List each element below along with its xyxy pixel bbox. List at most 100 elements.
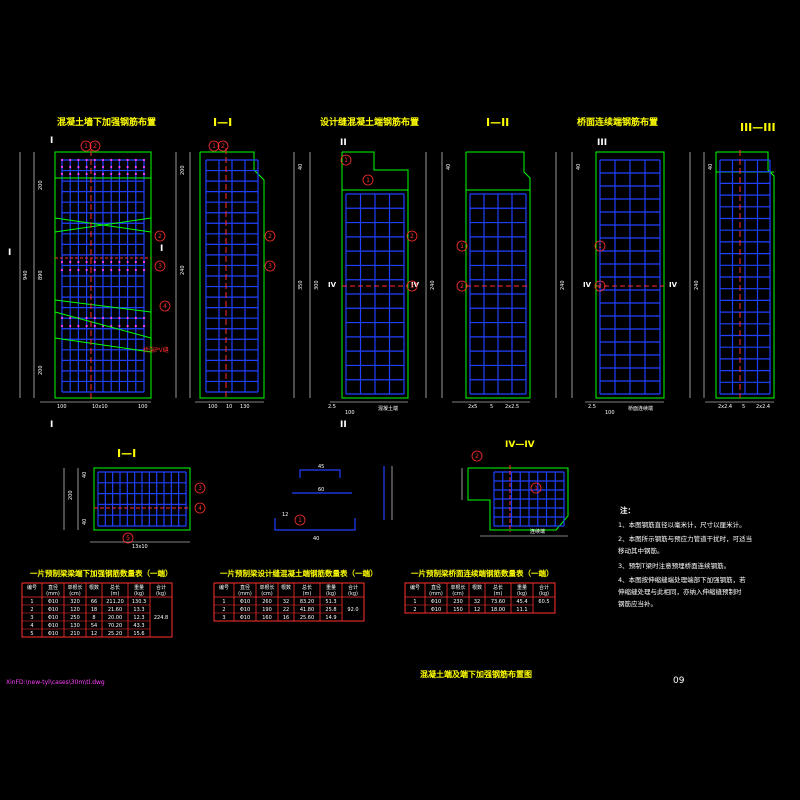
note-2b: 移动其中钢筋。 — [618, 546, 664, 555]
table-header: (kg) — [517, 591, 527, 597]
rebar-dot — [69, 316, 72, 320]
v6-dim-bot-b: 5 — [742, 404, 745, 410]
callout-bubble: 1 — [362, 174, 374, 186]
table-cell: 250 — [70, 615, 80, 621]
v5-dim-b: 40 — [576, 164, 582, 170]
callout-bubble: 1 — [456, 240, 468, 252]
rebar-dot — [110, 165, 113, 169]
table-header: 总长 — [110, 584, 120, 591]
v6-dim-b: 40 — [708, 164, 714, 170]
table-cell: Φ10 — [48, 607, 58, 613]
table-cell: 18.00 — [491, 607, 505, 613]
v7-dim-b: 40 — [82, 472, 88, 478]
table-header: 单根长 — [67, 584, 82, 591]
table-header: (kg) — [156, 591, 166, 597]
rebar-dot — [126, 268, 129, 272]
table3-title: 一片预制梁桥面连续端钢筋数量表（一端） — [411, 568, 554, 578]
rebar-dot — [126, 316, 129, 320]
title-view3: 设计缝混凝土端钢筋布置 — [320, 116, 419, 128]
table-header: 直径 — [240, 584, 250, 591]
rebar-dot — [134, 324, 137, 328]
table-cell: 25.60 — [300, 615, 314, 621]
v3-dim-bot-a: 2.5 — [328, 404, 336, 410]
v3-mark-top: II — [340, 138, 347, 148]
callout-bubble: 3 — [194, 482, 206, 494]
rebar-dot — [69, 324, 72, 328]
table-cell: 160 — [262, 615, 272, 621]
rebar-dot — [142, 316, 146, 320]
callout-bubble: 3 — [154, 260, 166, 272]
table-cell: 11.1 — [516, 607, 527, 613]
callout-number: 2 — [475, 453, 479, 460]
table-header: (m) — [303, 591, 312, 597]
table-cell: 2 — [413, 607, 416, 613]
callout-bubble: 2 — [594, 280, 606, 292]
v5-dim-bot-a: 2.5 — [588, 404, 596, 410]
table-cell: 43.3 — [133, 623, 144, 629]
rebar-dot — [118, 158, 121, 162]
v1-mark-right: I — [160, 244, 163, 254]
view2-section: 200 240 100 10 130 — [175, 148, 265, 410]
bar-shapes: 45 60 40 12 — [274, 464, 393, 542]
bar-dim-c: 40 — [313, 536, 319, 542]
rebar-dot — [69, 165, 72, 169]
table-cell: 260 — [262, 599, 272, 605]
rebar-dot — [60, 172, 64, 176]
v4-dim-bot-c: 2x2.5 — [505, 404, 519, 410]
table-header: 总长 — [302, 584, 312, 591]
v1-mark-top: I — [50, 136, 53, 146]
footer: 混凝土端及端下加强钢筋布置图 09 XinFD:\new-tyl\cases\3… — [6, 669, 685, 686]
table-header: (mm) — [46, 591, 60, 597]
callout-number: 3 — [268, 263, 272, 270]
table-cell: 224.8 — [154, 615, 168, 621]
table-cell: Φ10 — [240, 599, 250, 605]
rebar-dot — [101, 316, 105, 320]
rebar-dot — [118, 260, 121, 264]
v2-dim-b: 240 — [180, 265, 186, 275]
rebar-table-1: 一片预制梁梁端下加强钢筋数量表（一端） 编号直径(mm)单根长(cm)根数总长(… — [21, 568, 173, 638]
table-cell: 320 — [70, 599, 80, 605]
table-header: 编号 — [219, 584, 229, 591]
rebar-dot — [126, 260, 129, 264]
v1-mark-bottom: I — [50, 420, 53, 430]
table-cell: 51.3 — [325, 599, 336, 605]
title-view5: 桥面连续端钢筋布置 — [577, 116, 658, 128]
callout-number: 1 — [366, 177, 370, 184]
rebar-dot — [118, 172, 121, 176]
table-header: (cm) — [261, 591, 273, 597]
file-path: XinFD:\new-tyl\cases\30m\tl.dwg — [6, 679, 105, 686]
table-cell: 45.4 — [516, 599, 527, 605]
table-header: 直径 — [431, 584, 441, 591]
rebar-dot — [69, 268, 72, 272]
rebar-dot — [93, 316, 96, 320]
rebar-dot — [110, 324, 113, 328]
v1-dim-bot-b: 10x10 — [92, 404, 108, 410]
rebar-dot — [118, 268, 121, 272]
rebar-dot — [134, 316, 137, 320]
rebar-dot — [142, 324, 146, 328]
rebar-dot — [60, 268, 64, 272]
table-cell: 41.80 — [300, 607, 314, 613]
v5-mark-top: III — [597, 138, 607, 148]
v7-dim-c: 40 — [82, 519, 88, 525]
rebar-dot — [126, 324, 129, 328]
table-cell: 92.0 — [347, 607, 358, 613]
rebar-dot — [101, 165, 105, 169]
v1-joint-label: 桥端PV缝 — [143, 346, 169, 354]
table-cell: 22 — [283, 607, 289, 613]
callout-bubble: 2 — [154, 230, 166, 242]
table-cell: 8 — [92, 615, 95, 621]
callout-number: 1 — [344, 157, 348, 164]
rebar-dot — [93, 158, 96, 162]
table1-title: 一片预制梁梁端下加强钢筋数量表（一端） — [30, 568, 173, 578]
table-cell: Φ10 — [48, 615, 58, 621]
title-view2: I—I — [213, 116, 232, 129]
v1-mark-left: I — [8, 248, 11, 258]
callout-number: 4 — [163, 303, 167, 310]
table-header: 根数 — [281, 584, 291, 591]
rebar-dot — [101, 158, 105, 162]
rebar-dot — [60, 316, 64, 320]
v2-dim-a: 200 — [180, 165, 186, 175]
table-cell: 211.20 — [106, 599, 124, 605]
v3-dim-bot-b: 100 — [345, 410, 355, 416]
